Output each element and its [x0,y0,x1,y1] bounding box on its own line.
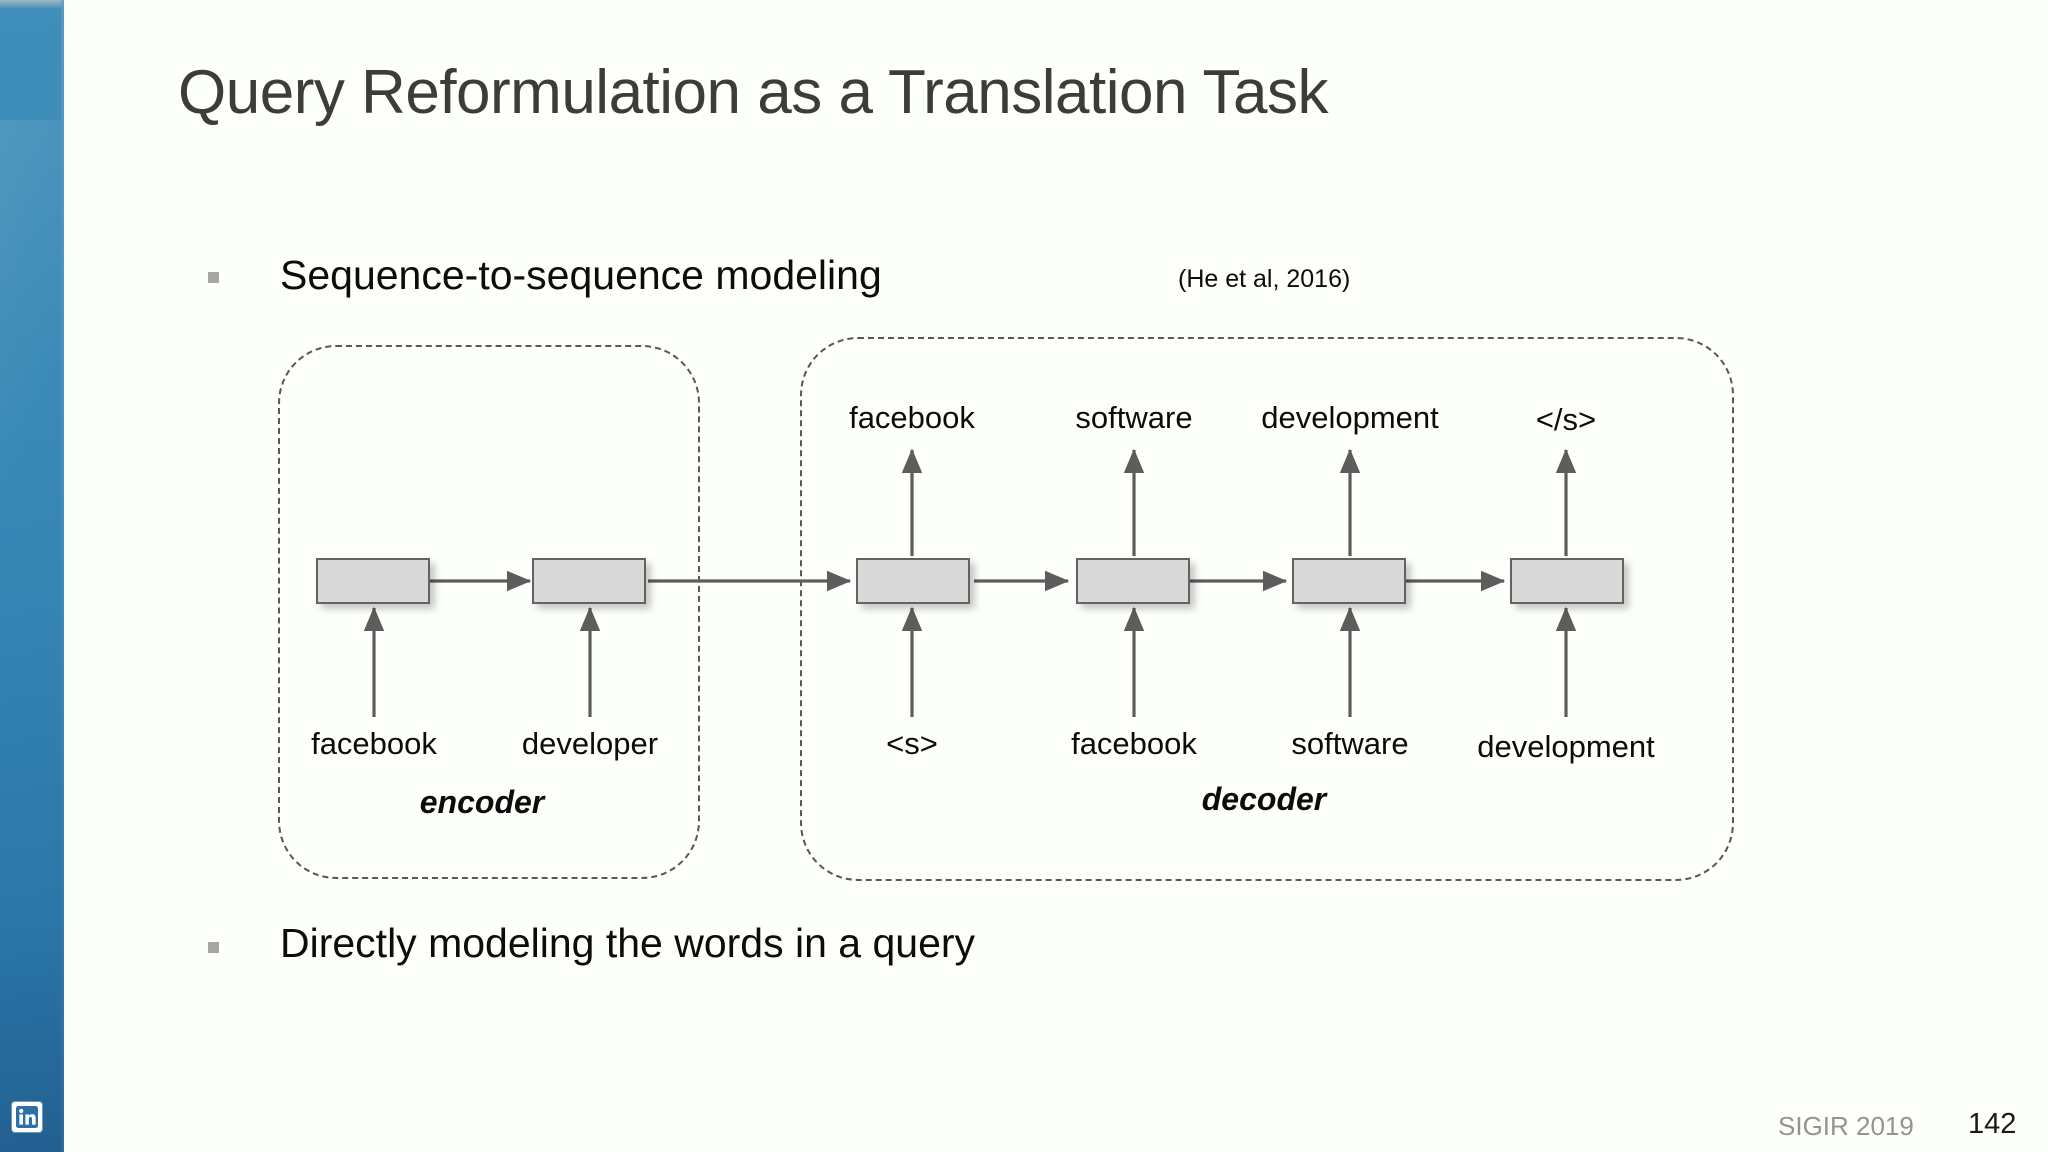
citation-reference: (He et al, 2016) [1178,265,1351,293]
decoder-output-label-3: development [1261,400,1439,435]
decoder-label: decoder [1201,781,1327,817]
decoder-output-label-1: facebook [849,400,975,435]
page-title: Query Reformulation as a Translation Tas… [178,58,1329,127]
decoder-input-label-2: facebook [1071,726,1197,761]
decoder-group-boundary [800,337,1734,881]
left-accent-sidebar [0,0,64,1152]
decoder-cell-1 [856,558,970,604]
decoder-output-label-2: software [1075,400,1193,435]
sidebar-right-edge [61,0,64,1152]
encoder-cell-1 [316,558,430,604]
encoder-label: encoder [419,784,545,820]
decoder-cell-2 [1076,558,1190,604]
footer-page-number: 142 [1968,1108,2017,1140]
decoder-output-label-4: </s> [1535,402,1597,437]
decoder-input-label-1: <s> [886,726,938,761]
decoder-input-label-4: development [1477,729,1655,764]
encoder-input-label-1: facebook [311,726,437,761]
decoder-cell-3 [1292,558,1406,604]
encoder-group-boundary [278,345,700,879]
decoder-input-label-3: software [1291,726,1409,761]
sidebar-top-cap [0,0,64,9]
decoder-cell-4 [1510,558,1624,604]
linkedin-icon [12,1102,42,1132]
sidebar-sheen [0,120,64,540]
encoder-cell-2 [532,558,646,604]
bullet-text-2: Directly modeling the words in a query [280,920,976,966]
bullet-marker-1 [208,272,219,283]
bullet-marker-2 [208,942,219,953]
footer-conference: SIGIR 2019 [1778,1111,1914,1141]
bullet-text-1: Sequence-to-sequence modeling [280,252,882,298]
encoder-input-label-2: developer [521,726,659,761]
